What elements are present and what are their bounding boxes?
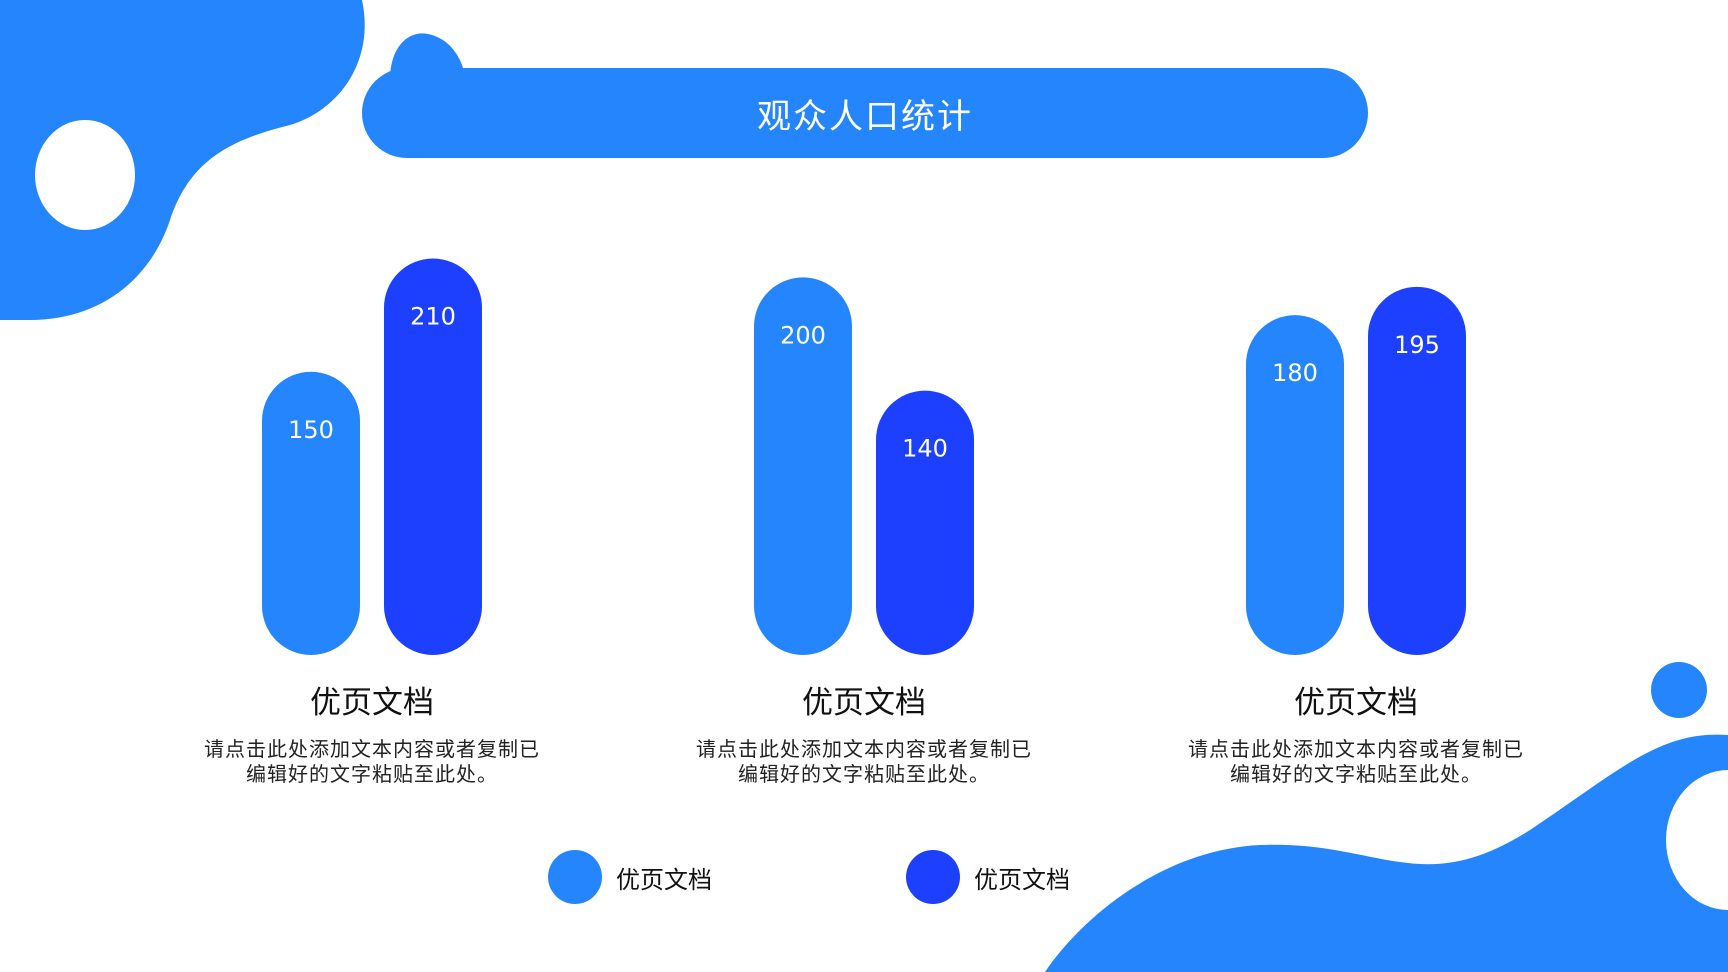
title-bar: 观众人口统计 <box>362 68 1368 158</box>
bar-series2-group2 <box>876 390 974 655</box>
legend-swatch-1 <box>548 850 602 904</box>
legend-label-1: 优页文档 <box>616 865 712 894</box>
group-title-1: 优页文档 <box>310 685 434 721</box>
group-desc-line-1: 请点击此处添加文本内容或者复制已 <box>204 737 540 761</box>
page-title: 观众人口统计 <box>757 96 973 137</box>
bar-series1-group3 <box>1246 315 1344 655</box>
legend-swatch-2 <box>906 850 960 904</box>
bar-value-label: 150 <box>288 416 334 444</box>
bar-value-label: 140 <box>902 435 948 463</box>
bottom-right-blob-hole <box>1666 770 1728 910</box>
bar-value-label: 195 <box>1394 331 1440 359</box>
group-desc-line-2: 编辑好的文字粘贴至此处。 <box>738 762 990 786</box>
legend-item-2: 优页文档 <box>906 850 1070 904</box>
bar-series2-group3 <box>1368 286 1466 655</box>
bar-value-label: 210 <box>410 303 456 331</box>
group-desc-line-2: 编辑好的文字粘贴至此处。 <box>246 762 498 786</box>
bar-series1-group1 <box>262 371 360 655</box>
legend-item-1: 优页文档 <box>548 850 712 904</box>
group-desc-3: 请点击此处添加文本内容或者复制已 编辑好的文字粘贴至此处。 <box>1176 737 1536 787</box>
group-desc-line-2: 编辑好的文字粘贴至此处。 <box>1230 762 1482 786</box>
group-desc-1: 请点击此处添加文本内容或者复制已 编辑好的文字粘贴至此处。 <box>192 737 552 787</box>
group-title-3: 优页文档 <box>1294 685 1418 721</box>
legend-label-2: 优页文档 <box>974 865 1070 894</box>
group-desc-line-1: 请点击此处添加文本内容或者复制已 <box>696 737 1032 761</box>
bar-value-label: 200 <box>780 321 826 349</box>
group-title-2: 优页文档 <box>802 685 926 721</box>
bar-series1-group2 <box>754 277 852 655</box>
bar-series2-group1 <box>384 258 482 655</box>
top-left-blob-hole <box>35 120 135 230</box>
bottom-right-dot <box>1651 662 1707 718</box>
group-desc-line-1: 请点击此处添加文本内容或者复制已 <box>1188 737 1524 761</box>
group-desc-2: 请点击此处添加文本内容或者复制已 编辑好的文字粘贴至此处。 <box>684 737 1044 787</box>
top-left-blob <box>0 0 365 320</box>
bottom-right-blob <box>1045 734 1728 972</box>
bar-value-label: 180 <box>1272 359 1318 387</box>
